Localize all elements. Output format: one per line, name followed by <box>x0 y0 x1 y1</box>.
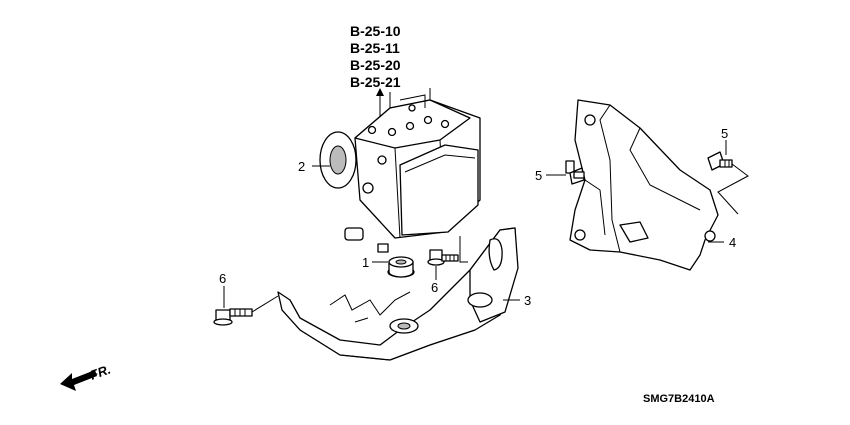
callout-6-left[interactable]: 6 <box>219 271 226 286</box>
callout-6-right[interactable]: 6 <box>431 280 438 295</box>
reference-leader <box>717 163 749 215</box>
reference-code[interactable]: B-25-21 <box>350 74 401 90</box>
callout-4[interactable]: 4 <box>729 235 736 250</box>
abs-modulator-unit <box>319 88 481 253</box>
mounting-bracket <box>277 227 519 361</box>
diagram-code: SMG7B2410A <box>643 393 715 405</box>
callout-1[interactable]: 1 <box>362 255 369 270</box>
callout-5-right[interactable]: 5 <box>721 126 728 141</box>
arrow-up-icon <box>376 88 384 96</box>
callout-2[interactable]: 2 <box>298 159 305 174</box>
callout-5-left[interactable]: 5 <box>535 168 542 183</box>
flange-bolt <box>427 249 459 266</box>
small-bolt <box>565 160 585 185</box>
arrow-left-icon <box>60 370 97 391</box>
callout-3[interactable]: 3 <box>524 293 531 308</box>
reference-code[interactable]: B-25-11 <box>350 40 400 56</box>
reference-list: B-25-10 B-25-11 B-25-20 B-25-21 <box>350 23 401 90</box>
cover-bracket <box>569 99 719 271</box>
small-bolt <box>707 151 733 171</box>
reference-code[interactable]: B-25-20 <box>350 57 401 73</box>
direction-label: FR. <box>88 362 113 383</box>
reference-code[interactable]: B-25-10 <box>350 23 401 39</box>
reference-leader <box>459 236 468 263</box>
front-direction-indicator: FR. <box>60 362 113 391</box>
flange-bolt <box>213 295 279 326</box>
grommet <box>387 256 415 278</box>
